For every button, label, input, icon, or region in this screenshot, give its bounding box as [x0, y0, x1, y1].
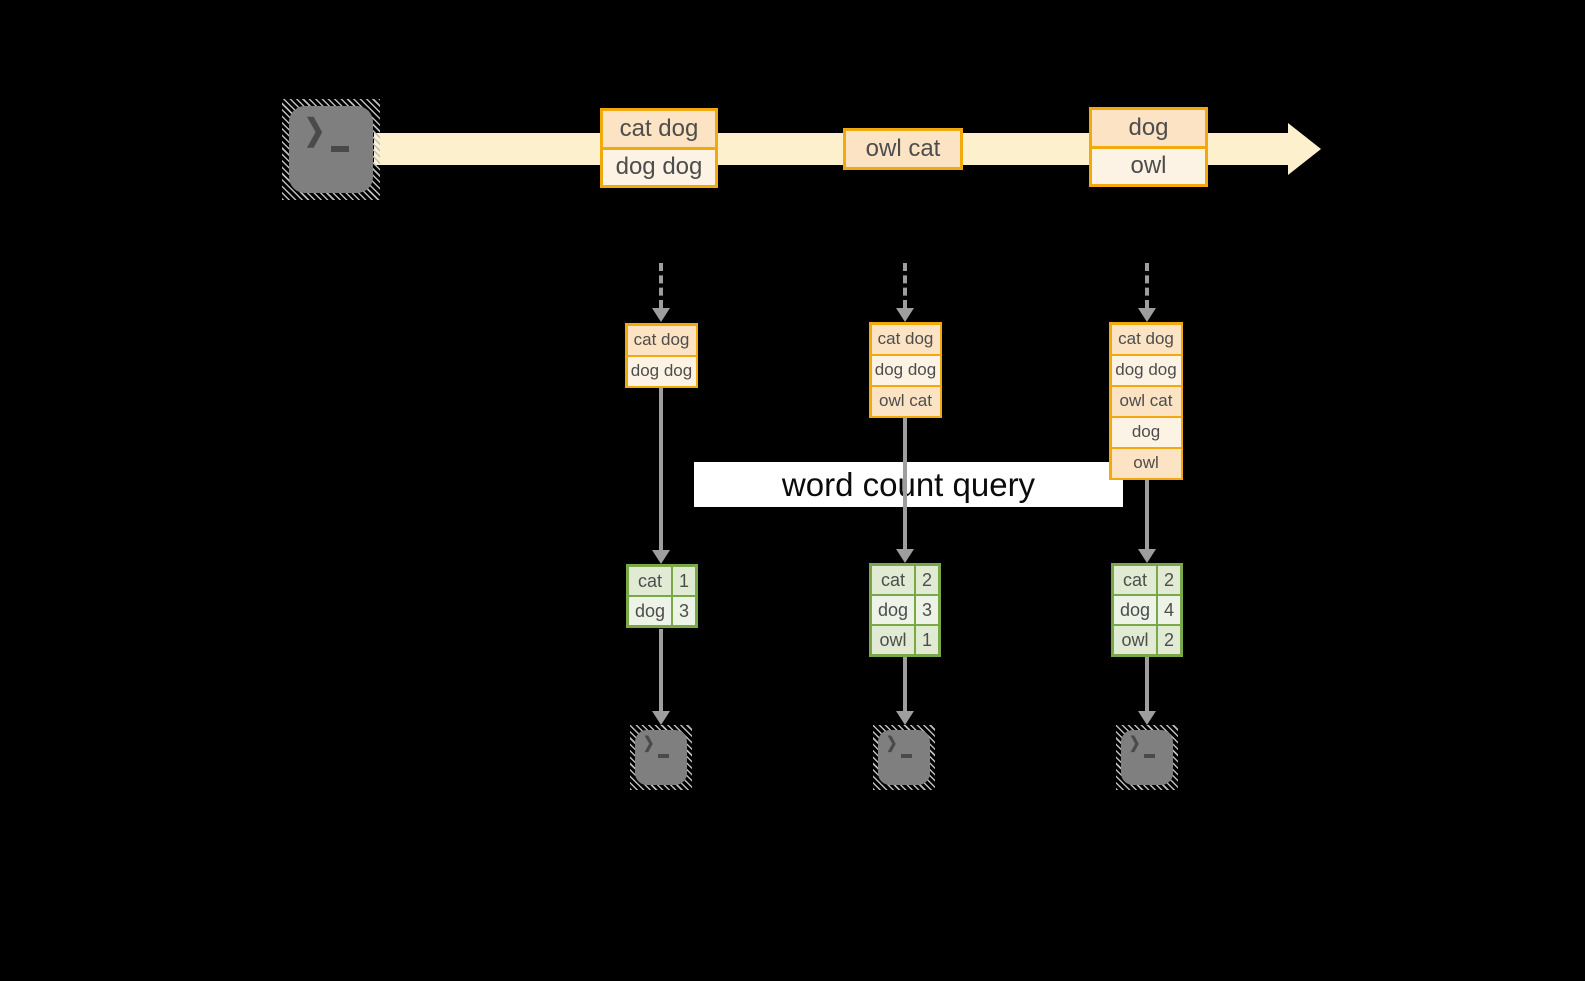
count-word: dog — [629, 597, 671, 625]
buffer-line: cat dog — [871, 324, 940, 354]
event-line: owl cat — [846, 131, 960, 167]
terminal-screen: ❯ — [289, 106, 373, 193]
down-arrow-head — [896, 549, 914, 563]
stream-arrow-head — [1288, 123, 1321, 175]
terminal-screen: ❯ — [635, 730, 687, 785]
count-table-1: cat 1 dog 3 — [626, 564, 698, 628]
down-arrow-line — [659, 388, 663, 550]
down-arrow-head — [652, 711, 670, 725]
output-terminal-icon-1: ❯ — [630, 725, 692, 790]
prompt-underscore-icon — [331, 146, 349, 152]
query-label-banner: word count query — [694, 462, 1123, 507]
count-word: dog — [872, 596, 914, 624]
event-line: dog dog — [603, 149, 715, 185]
buffer-line: dog dog — [871, 355, 940, 385]
buffer-line: dog dog — [1111, 355, 1181, 385]
dashed-arrow-line — [659, 263, 663, 308]
buffer-line: owl cat — [871, 386, 940, 416]
prompt-chevron-icon: ❯ — [643, 735, 655, 752]
count-word: cat — [872, 566, 914, 594]
dashed-arrow-line — [1145, 263, 1149, 308]
event-line: owl — [1092, 148, 1205, 184]
prompt-underscore-icon — [658, 754, 669, 758]
buffer-line: owl — [1111, 448, 1181, 478]
down-arrow-head — [1138, 711, 1156, 725]
stream-event-box-3: dog owl — [1089, 107, 1208, 187]
buffer-stack-2: cat dog dog dog owl cat — [869, 322, 942, 418]
count-value: 2 — [1158, 566, 1180, 594]
query-label: word count query — [781, 465, 1036, 503]
count-table-2: cat 2 dog 3 owl 1 — [869, 563, 941, 657]
buffer-line: cat dog — [1111, 324, 1181, 354]
buffer-line: owl cat — [1111, 386, 1181, 416]
terminal-screen: ❯ — [1121, 730, 1173, 785]
buffer-stack-1: cat dog dog dog — [625, 323, 698, 388]
down-arrow-head — [896, 711, 914, 725]
count-value: 1 — [916, 626, 938, 654]
prompt-chevron-icon: ❯ — [1129, 735, 1141, 752]
count-value: 2 — [916, 566, 938, 594]
prompt-underscore-icon — [901, 754, 912, 758]
terminal-screen: ❯ — [878, 730, 930, 785]
prompt-chevron-icon: ❯ — [303, 114, 326, 147]
count-value: 4 — [1158, 596, 1180, 624]
count-word: owl — [1114, 626, 1156, 654]
dashed-arrow-line — [903, 263, 907, 308]
prompt-underscore-icon — [1144, 754, 1155, 758]
down-arrow-line — [903, 657, 907, 711]
count-word: dog — [1114, 596, 1156, 624]
count-word: cat — [1114, 566, 1156, 594]
event-line: dog — [1092, 110, 1205, 146]
down-arrow-line — [903, 418, 907, 549]
down-arrow-line — [659, 629, 663, 711]
output-terminal-icon-2: ❯ — [873, 725, 935, 790]
prompt-chevron-icon: ❯ — [886, 735, 898, 752]
count-word: owl — [872, 626, 914, 654]
buffer-line: cat dog — [627, 325, 696, 355]
count-value: 3 — [673, 597, 695, 625]
dashed-arrow-head — [896, 308, 914, 322]
down-arrow-line — [1145, 480, 1149, 549]
down-arrow-head — [1138, 549, 1156, 563]
count-table-3: cat 2 dog 4 owl 2 — [1111, 563, 1183, 657]
count-word: cat — [629, 567, 671, 595]
count-value: 2 — [1158, 626, 1180, 654]
count-value: 3 — [916, 596, 938, 624]
down-arrow-line — [1145, 657, 1149, 711]
dashed-arrow-head — [652, 308, 670, 322]
stream-event-box-1: cat dog dog dog — [600, 108, 718, 188]
event-line: cat dog — [603, 111, 715, 147]
output-terminal-icon-3: ❯ — [1116, 725, 1178, 790]
dashed-arrow-head — [1138, 308, 1156, 322]
buffer-stack-3: cat dog dog dog owl cat dog owl — [1109, 322, 1183, 480]
buffer-line: dog — [1111, 417, 1181, 447]
stream-event-box-2: owl cat — [843, 128, 963, 170]
source-terminal-icon: ❯ — [282, 99, 380, 200]
down-arrow-head — [652, 550, 670, 564]
count-value: 1 — [673, 567, 695, 595]
buffer-line: dog dog — [627, 356, 696, 386]
